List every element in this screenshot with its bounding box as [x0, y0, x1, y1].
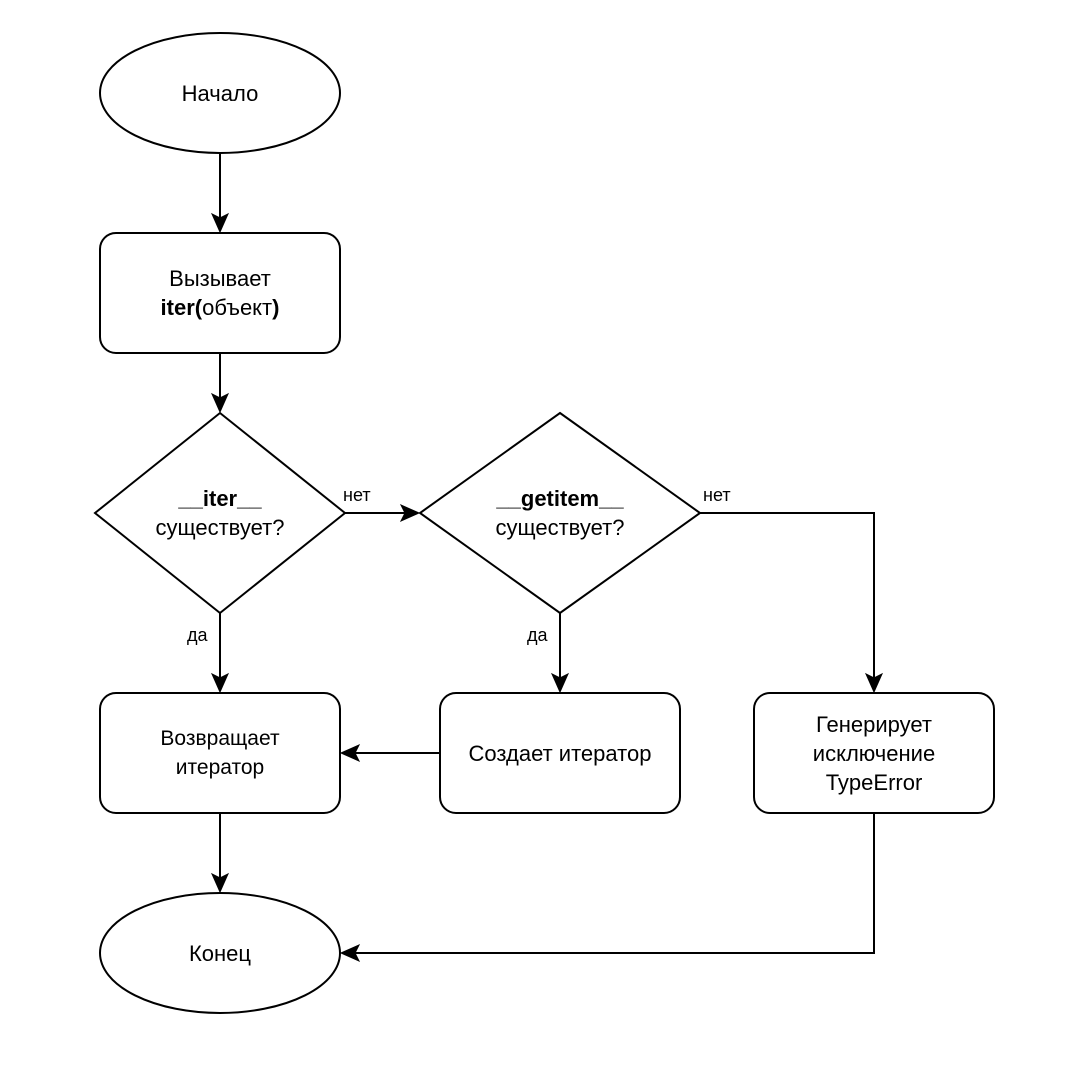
call-iter-func-close: ) [272, 295, 280, 320]
has-iter-line2: существует? [155, 515, 285, 540]
arrowhead-has-iter-yes [210, 672, 230, 694]
start-text: Начало [181, 80, 259, 106]
has-iter-label: __iter__ существует? [120, 468, 320, 558]
edge-has-getitem-no [700, 512, 875, 678]
arrowhead-has-iter-no [399, 503, 421, 523]
call-iter-line1: Вызывает [169, 266, 271, 291]
arrowhead-return-to-end [210, 872, 230, 894]
edge-label-iter-yes: да [187, 624, 208, 646]
call-iter-func-open: iter( [160, 295, 203, 320]
return-iterator-line2: итератор [175, 756, 265, 779]
edge-label-iter-no: нет [343, 484, 371, 506]
start-label: Начало [100, 33, 340, 153]
raise-error-line2: исключение [812, 740, 936, 766]
edge-label-getitem-no: нет [703, 484, 731, 506]
arrowhead-call-to-has-iter [210, 392, 230, 414]
create-iterator-text: Создает итератор [468, 740, 652, 766]
raise-error-label: Генерирует исключение TypeError [754, 693, 994, 813]
has-getitem-line2: существует? [495, 515, 625, 540]
create-iterator-label: Создает итератор [440, 693, 680, 813]
has-getitem-line1: __getitem__ [496, 486, 624, 511]
edge-label-getitem-yes: да [527, 624, 548, 646]
end-label: Конец [100, 893, 340, 1013]
return-iterator-label: Возвращает итератор [100, 693, 340, 813]
call-iter-label: Вызывает iter(объект) [100, 233, 340, 353]
arrowhead-error-to-end [339, 943, 361, 963]
return-iterator-line1: Возвращает [160, 727, 280, 750]
arrowhead-has-getitem-no [864, 672, 884, 694]
call-iter-line2: iter(объект) [161, 293, 280, 322]
has-iter-line1: __iter__ [178, 486, 262, 511]
edge-error-to-end [355, 813, 875, 954]
call-iter-arg: объект [202, 295, 273, 320]
end-text: Конец [188, 940, 252, 966]
arrowhead-create-to-return [339, 743, 361, 763]
arrowhead-start-to-call [210, 212, 230, 234]
raise-error-line1: Генерирует [816, 711, 932, 737]
raise-error-line3: TypeError [825, 769, 923, 795]
has-getitem-label: __getitem__ существует? [450, 468, 670, 558]
arrowhead-has-getitem-yes [550, 672, 570, 694]
